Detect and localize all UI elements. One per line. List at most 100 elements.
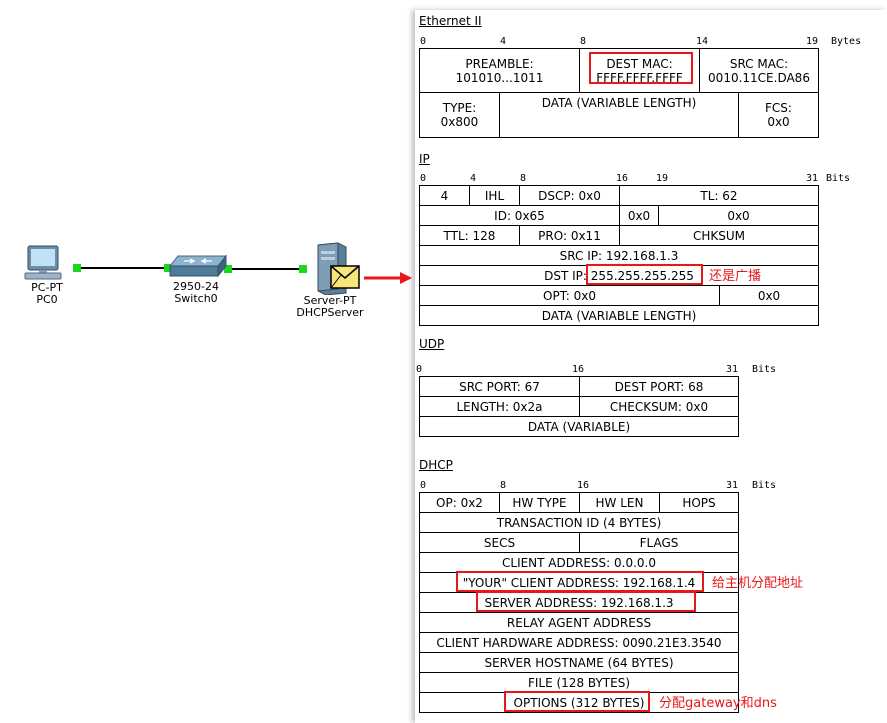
eth-data-field: DATA (VARIABLE LENGTH): [499, 92, 739, 138]
your-client-address-highlight: [456, 571, 704, 592]
ethernet-ruler-19: 19: [806, 36, 819, 47]
eth-type-value: 0x800: [440, 115, 479, 129]
dhcp-op-field: OP: 0x2: [419, 492, 500, 513]
dhcp-transaction-id-field: TRANSACTION ID (4 BYTES): [419, 512, 739, 533]
ip-tl-field: TL: 62: [619, 185, 819, 206]
port-status-indicator: [73, 264, 81, 272]
eth-type-field: TYPE: 0x800: [419, 92, 500, 138]
eth-preamble-value: 101010...1011: [455, 70, 544, 85]
udp-ruler-16: 16: [572, 364, 585, 375]
link-switch-server[interactable]: [228, 268, 304, 270]
ip-ruler-unit: Bits: [826, 173, 851, 184]
udp-checksum-field: CHECKSUM: 0x0: [579, 396, 739, 417]
server-type-label: Server-PT: [303, 294, 357, 307]
dhcp-title: DHCP: [419, 458, 453, 472]
eth-preamble-label: PREAMBLE:: [465, 56, 534, 71]
dhcp-hops-field: HOPS: [659, 492, 739, 513]
dest-mac-highlight: [589, 52, 693, 84]
dst-ip-highlight: [586, 264, 703, 285]
ip-flags-field: 0x0: [619, 205, 659, 226]
udp-ruler-0: 0: [416, 364, 423, 375]
dhcp-ruler-31: 31: [726, 480, 739, 491]
ethernet-ruler-8: 8: [580, 36, 587, 47]
ip-dst-ip-value: 255.255.255.255: [590, 268, 694, 283]
dhcp-flags-field: FLAGS: [579, 532, 739, 553]
ip-src-ip-field: SRC IP: 192.168.1.3: [419, 245, 819, 266]
ip-ruler-16: 16: [616, 173, 629, 184]
ethernet-ruler-unit: Bytes: [831, 36, 862, 47]
ip-ttl-field: TTL: 128: [419, 225, 520, 246]
options-highlight: [504, 691, 650, 712]
eth-fcs-field: FCS: 0x0: [738, 92, 819, 138]
ip-title: IP: [419, 152, 430, 166]
port-status-indicator: [164, 264, 172, 272]
udp-ruler-31: 31: [726, 364, 739, 375]
server-name-label: DHCPServer: [296, 306, 364, 319]
switch-name-label: Switch0: [174, 292, 218, 305]
port-status-indicator: [299, 265, 307, 273]
switch-device[interactable]: 2950-24 Switch0: [166, 254, 230, 310]
udp-title: UDP: [419, 337, 445, 351]
server-device[interactable]: Server-PT DHCPServer: [296, 241, 372, 323]
ip-checksum-field: CHKSUM: [619, 225, 819, 246]
ip-ruler-8: 8: [520, 173, 527, 184]
ip-ihl-field: IHL: [469, 185, 520, 206]
ip-ruler-0: 0: [420, 173, 427, 184]
server-address-highlight: [476, 591, 696, 612]
udp-length-field: LENGTH: 0x2a: [419, 396, 580, 417]
ip-ruler-4: 4: [470, 173, 477, 184]
dhcp-relay-agent-address-field: RELAY AGENT ADDRESS: [419, 612, 739, 633]
eth-src-mac-label: SRC MAC:: [729, 56, 789, 71]
red-arrow-icon: [364, 272, 412, 284]
switch-type-label: 2950-24: [173, 280, 219, 293]
ethernet-ruler-14: 14: [696, 36, 709, 47]
pc-device[interactable]: PC-PT PC0: [20, 245, 74, 317]
eth-dest-mac-label: DEST MAC:: [606, 56, 673, 71]
assign-gateway-dns-annotation: 分配gateway和dns: [659, 696, 777, 711]
dhcp-file-field: FILE (128 BYTES): [419, 672, 739, 693]
ip-ruler-31: 31: [806, 173, 819, 184]
pc-icon: [24, 245, 62, 280]
dhcp-secs-field: SECS: [419, 532, 580, 553]
udp-data-field: DATA (VARIABLE): [419, 416, 739, 437]
pc-type-label: PC-PT: [31, 281, 63, 294]
switch-icon: [168, 254, 228, 278]
broadcast-annotation: 还是广播: [709, 269, 762, 284]
udp-src-port-field: SRC PORT: 67: [419, 376, 580, 397]
eth-dest-mac-value: FFFF.FFFF.FFFF: [596, 70, 683, 85]
ethernet-ruler-4: 4: [500, 36, 507, 47]
ip-dscp-field: DSCP: 0x0: [519, 185, 620, 206]
dhcp-ruler-16: 16: [577, 480, 590, 491]
envelope-icon[interactable]: [330, 265, 360, 289]
eth-src-mac-value: 0010.11CE.DA86: [708, 70, 810, 85]
ip-options-field: OPT: 0x0: [419, 285, 720, 306]
ip-ruler-19: 19: [656, 173, 669, 184]
ethernet-ruler-0: 0: [420, 36, 427, 47]
ip-frag-offset-field: 0x0: [658, 205, 819, 226]
dhcp-client-address-field: CLIENT ADDRESS: 0.0.0.0: [419, 552, 739, 573]
eth-preamble-field: PREAMBLE: 101010...1011: [419, 48, 580, 93]
dhcp-ruler-unit: Bits: [752, 480, 777, 491]
assign-host-annotation: 给主机分配地址: [712, 576, 804, 591]
dhcp-ruler-8: 8: [500, 480, 507, 491]
ip-dst-ip-label: DST IP:: [544, 268, 587, 283]
ip-id-field: ID: 0x65: [419, 205, 620, 226]
ip-version-field: 4: [419, 185, 470, 206]
eth-fcs-label: FCS:: [765, 101, 792, 115]
dhcp-hw-len-field: HW LEN: [579, 492, 660, 513]
udp-ruler-unit: Bits: [752, 364, 777, 375]
dhcp-options-field: OPTIONS (312 BYTES): [419, 692, 739, 713]
dhcp-hw-type-field: HW TYPE: [499, 492, 580, 513]
dhcp-ruler-0: 0: [420, 480, 427, 491]
ip-data-field: DATA (VARIABLE LENGTH): [419, 305, 819, 326]
port-status-indicator: [224, 265, 232, 273]
dhcp-server-hostname-field: SERVER HOSTNAME (64 BYTES): [419, 652, 739, 673]
eth-type-label: TYPE:: [442, 101, 477, 115]
pc-name-label: PC0: [36, 293, 58, 306]
eth-src-mac-field: SRC MAC: 0010.11CE.DA86: [699, 48, 819, 93]
ip-padding-field: 0x0: [719, 285, 819, 306]
link-pc-switch[interactable]: [76, 267, 170, 269]
udp-dest-port-field: DEST PORT: 68: [579, 376, 739, 397]
eth-fcs-value: 0x0: [767, 115, 790, 129]
ip-protocol-field: PRO: 0x11: [519, 225, 620, 246]
